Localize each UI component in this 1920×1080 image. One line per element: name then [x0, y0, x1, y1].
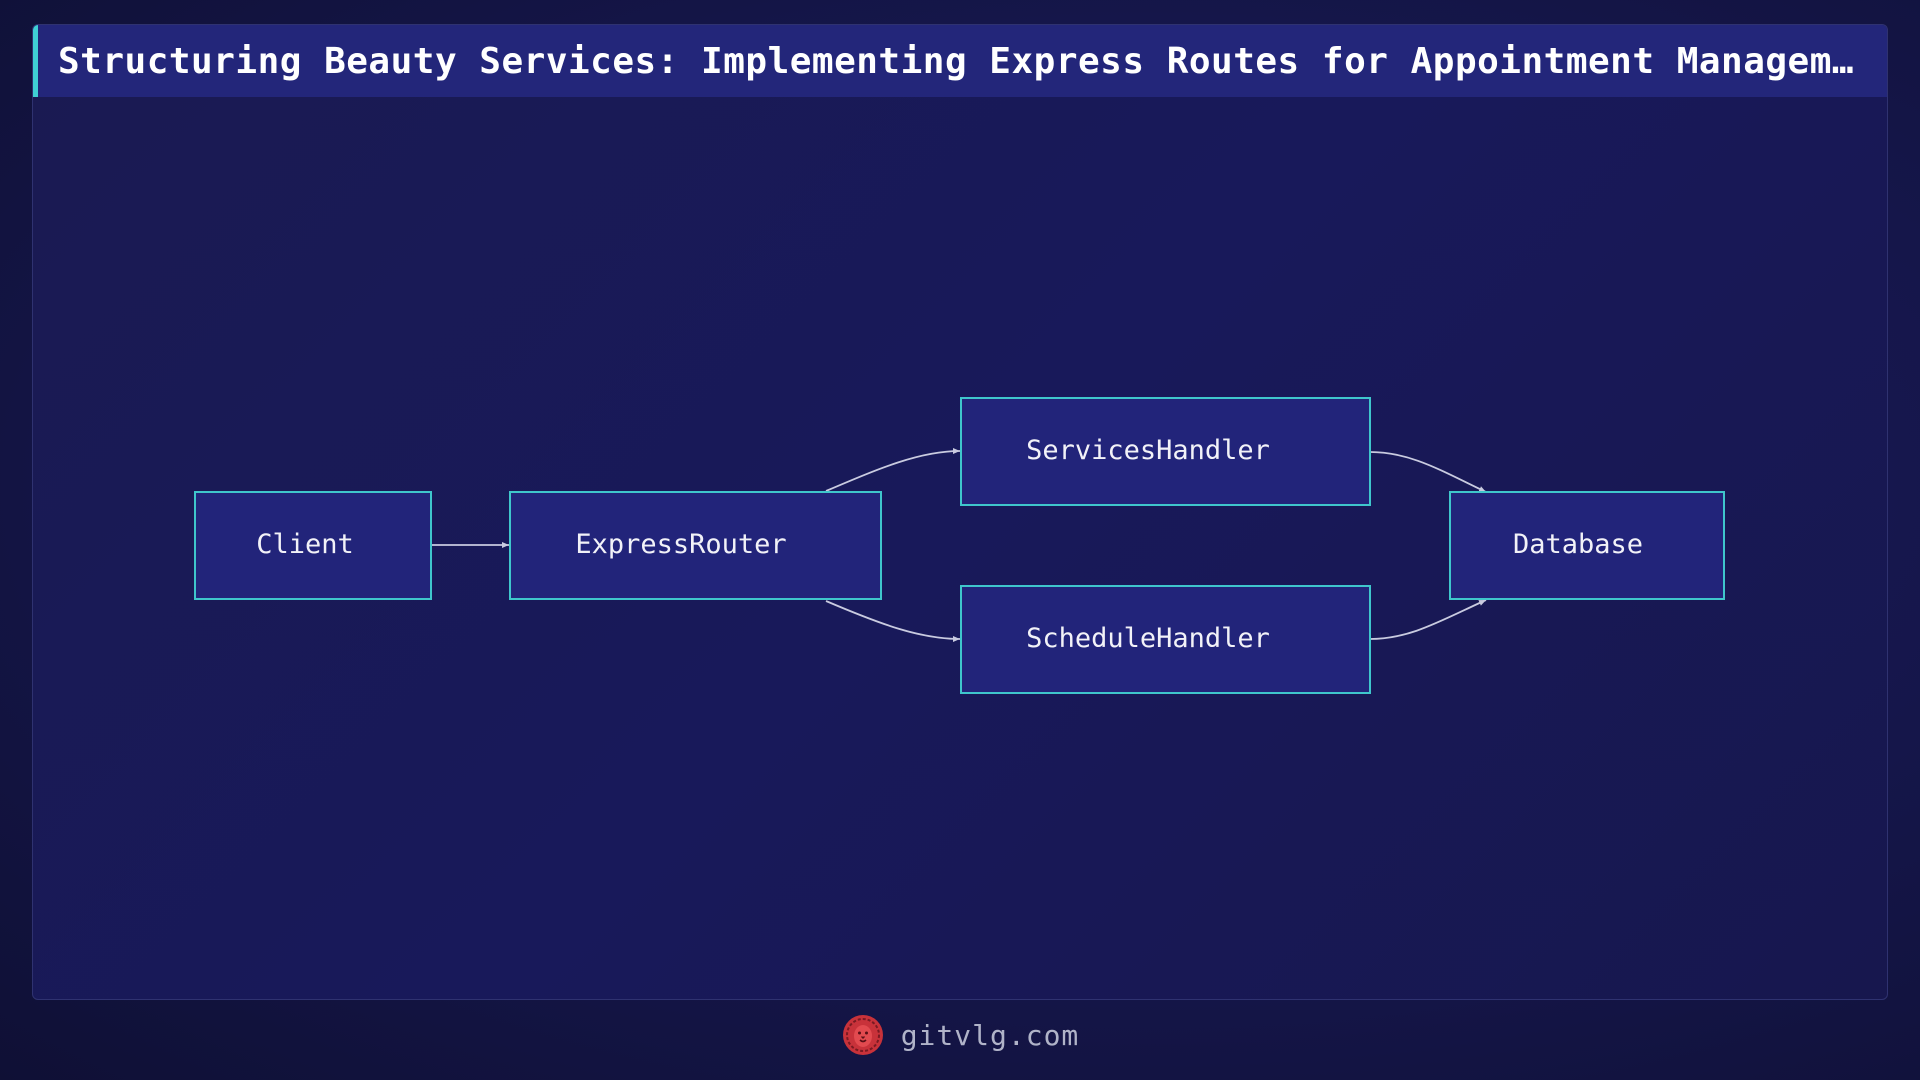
node-express-router-label: ExpressRouter: [575, 529, 786, 560]
node-services-handler-label: ServicesHandler: [1026, 435, 1270, 466]
node-database: Database: [1449, 491, 1725, 600]
node-client: Client: [194, 491, 432, 600]
edge-router-schedule: [825, 600, 961, 642]
footer-site-link[interactable]: gitvlg.com: [900, 1018, 1080, 1052]
edge-services-database: [1369, 451, 1487, 493]
node-client-label: Client: [256, 529, 354, 560]
edge-schedule-database: [1369, 599, 1487, 640]
footer: gitvlg.com: [0, 1010, 1920, 1060]
edge-router-services: [825, 448, 961, 492]
node-services-handler: ServicesHandler: [960, 397, 1371, 506]
node-schedule-handler-label: ScheduleHandler: [1026, 623, 1270, 654]
lion-head-icon: [842, 1015, 883, 1055]
node-database-label: Database: [1513, 529, 1643, 560]
title-bar: Structuring Beauty Services: Implementin…: [33, 25, 1887, 97]
node-express-router: ExpressRouter: [509, 491, 882, 600]
node-schedule-handler: ScheduleHandler: [960, 585, 1371, 694]
